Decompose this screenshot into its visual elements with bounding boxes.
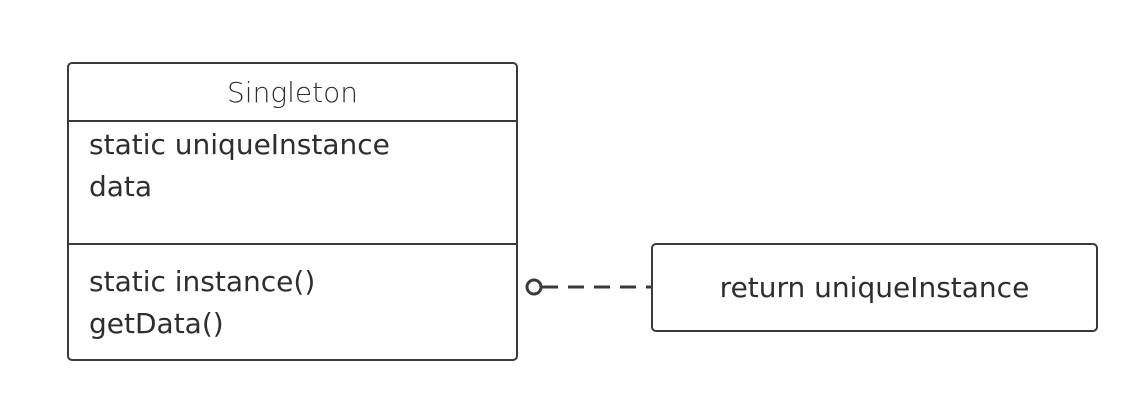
attribute-unique-instance: static uniqueInstance	[89, 128, 390, 161]
operation-get-data: getData()	[89, 307, 224, 340]
operations-section: static instance() getData()	[69, 245, 516, 345]
note-text: return uniqueInstance	[719, 271, 1030, 304]
connector-circle-end	[525, 278, 543, 296]
singleton-class-box: Singleton static uniqueInstance data sta…	[67, 62, 518, 361]
attribute-data: data	[89, 170, 153, 203]
operation-instance: static instance()	[89, 265, 316, 298]
note-box: return uniqueInstance	[651, 243, 1098, 332]
class-name: Singleton	[69, 64, 516, 122]
attributes-section: static uniqueInstance data	[69, 122, 516, 245]
